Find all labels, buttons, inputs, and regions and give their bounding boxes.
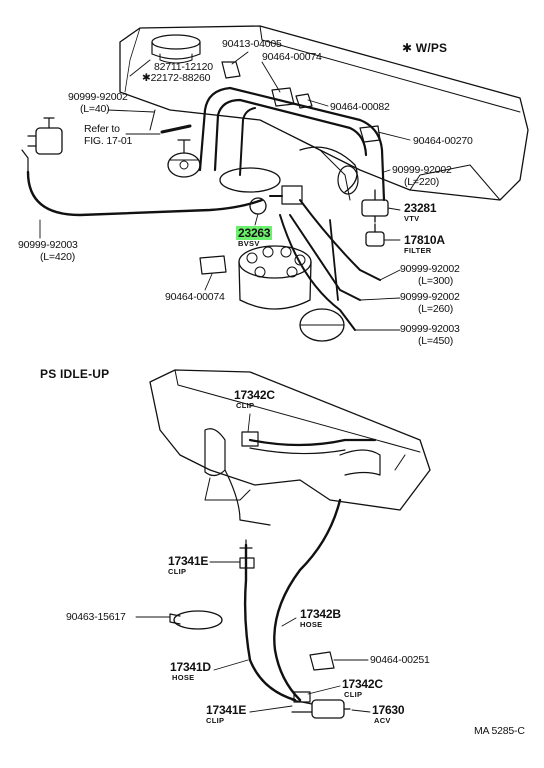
clip-17342c-top	[241, 431, 259, 447]
part-label-90999-92003-l420: 90999-92003	[18, 239, 78, 251]
part-sub-clip-17341e-upper: CLIP	[168, 567, 187, 576]
part-label-l220: (L=220)	[404, 176, 440, 188]
part-label-l260: (L=260)	[418, 303, 454, 315]
distributor	[238, 245, 345, 342]
part-label-90463-15617: 90463-15617	[66, 611, 126, 623]
part-label-90999-92002-l40: 90999-92002	[68, 91, 128, 103]
part-label-90999-92002-l220: 90999-92002	[392, 164, 452, 176]
part-label-22172-88260: ✱22172-88260	[142, 72, 211, 84]
part-label-90999-92002-l260: 90999-92002	[400, 291, 460, 303]
part-label-17342b: 17342B	[300, 607, 341, 621]
part-label-17341e-lower: 17341E	[206, 703, 247, 717]
vacuum-valve-left	[21, 117, 63, 173]
part-label-90464-00270: 90464-00270	[413, 135, 473, 147]
leader-lines-bottom	[135, 413, 371, 713]
part-sub-filter: FILTER	[404, 246, 432, 255]
part-sub-clip-top: CLIP	[236, 401, 255, 410]
part-label-90464-00074-top: 90464-00074	[262, 51, 322, 63]
part-label-82711-12120: 82711-12120	[154, 61, 213, 73]
refer-to-line1: Refer to	[84, 123, 120, 135]
part-sub-clip-17342c-bottom: CLIP	[344, 690, 363, 699]
hose-clamp	[169, 610, 223, 630]
intake-manifold	[149, 369, 431, 511]
leader-lines-top	[39, 51, 411, 331]
part-label-17342c-top: 17342C	[234, 388, 275, 402]
wps-label: ✱ W/PS	[402, 41, 448, 55]
oil-filler-cap	[151, 34, 201, 64]
hose-17341d	[243, 543, 297, 702]
part-label-l300: (L=300)	[418, 275, 454, 287]
part-sub-hose-17341d: HOSE	[172, 673, 195, 682]
part-label-l40: (L=40)	[80, 103, 110, 115]
hose-17342b	[273, 498, 342, 702]
part-label-l450: (L=450)	[418, 335, 454, 347]
engine-outline	[119, 25, 529, 201]
diagram-code: MA 5285-C	[474, 725, 525, 737]
part-label-90413-04005: 90413-04005	[222, 38, 282, 50]
hose-bundle-top	[198, 86, 386, 202]
part-label-17810a: 17810A	[404, 233, 445, 247]
part-label-17341d: 17341D	[170, 660, 211, 674]
part-label-17630: 17630	[372, 703, 405, 717]
part-sub-acv: ACV	[374, 716, 391, 725]
part-sub-clip-17341e-lower: CLIP	[206, 716, 225, 725]
part-label-90999-92003-l450: 90999-92003	[400, 323, 460, 335]
part-label-l420: (L=420)	[40, 251, 76, 263]
part-label-90464-00074-bottom: 90464-00074	[165, 291, 225, 303]
hose-l260	[289, 214, 361, 301]
hose-l420	[26, 170, 264, 217]
refer-to-line2: FIG. 17-01	[84, 135, 133, 147]
bvsv-assembly	[219, 167, 303, 215]
clips-top	[221, 61, 381, 143]
hose-l450	[279, 214, 356, 331]
part-label-90464-00082: 90464-00082	[330, 101, 390, 113]
part-label-17342c-bottom: 17342C	[342, 677, 383, 691]
filter	[365, 223, 385, 247]
part-sub-vtv: VTV	[404, 214, 420, 223]
hose-l300	[299, 199, 381, 281]
section-title-ps-idle-up: PS IDLE-UP	[40, 367, 110, 381]
clip-90464-00251	[309, 651, 335, 671]
vacuum-diaphragm	[167, 139, 201, 178]
part-label-90464-00251: 90464-00251	[370, 654, 430, 666]
part-label-17341e-upper: 17341E	[168, 554, 209, 568]
part-label-23281: 23281	[404, 201, 437, 215]
part-label-90999-92002-l300: 90999-92002	[400, 263, 460, 275]
part-sub-bvsv: BVSV	[238, 239, 260, 248]
part-sub-hose-17342b: HOSE	[300, 620, 323, 629]
acv	[291, 691, 351, 719]
part-label-23263-highlighted: 23263	[236, 226, 273, 240]
